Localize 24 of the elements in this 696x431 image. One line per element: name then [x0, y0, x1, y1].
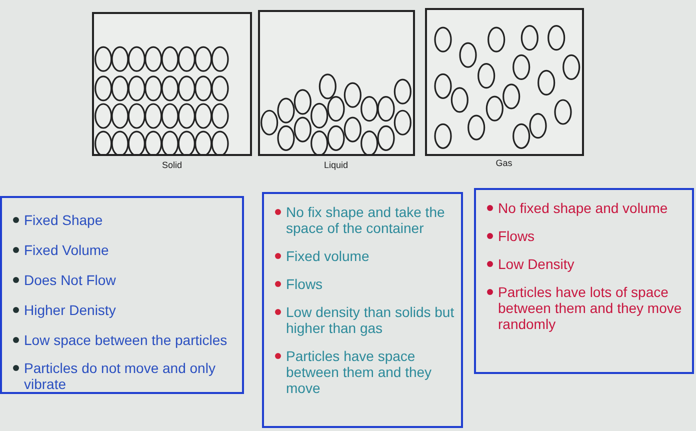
particle-container-drawing	[425, 8, 584, 156]
list-item: Fixed Shape	[12, 212, 238, 228]
list-item: No fixed shape and volume	[486, 200, 688, 216]
list-item: Low density than solids but higher than gas	[274, 304, 457, 336]
list-item: Fixed Volume	[12, 242, 238, 258]
particle-container-drawing	[258, 10, 415, 156]
list-item: No fix shape and take the space of the container	[274, 204, 457, 236]
node-label: Liquid	[322, 160, 350, 170]
list-item: Flows	[486, 228, 688, 244]
particle-container-drawing	[92, 12, 252, 156]
list-item: Low Density	[486, 256, 688, 272]
list-item: Low space between the particles	[12, 332, 238, 348]
text-panel	[262, 192, 463, 428]
list-item: Particles do not move and only vibrate	[12, 360, 238, 392]
text-panel	[0, 196, 244, 394]
list-item: Particles have space between them and they move	[274, 348, 457, 396]
list-item: Higher Denisty	[12, 302, 238, 318]
list-item: Does Not Flow	[12, 272, 238, 288]
node-label: Solid	[160, 160, 183, 170]
list-item: Flows	[274, 276, 457, 292]
text-panel	[474, 188, 694, 374]
list-item: Fixed volume	[274, 248, 457, 264]
list-item: Particles have lots of space between them and they move randomly	[486, 284, 688, 332]
node-label: Gas	[494, 158, 514, 168]
